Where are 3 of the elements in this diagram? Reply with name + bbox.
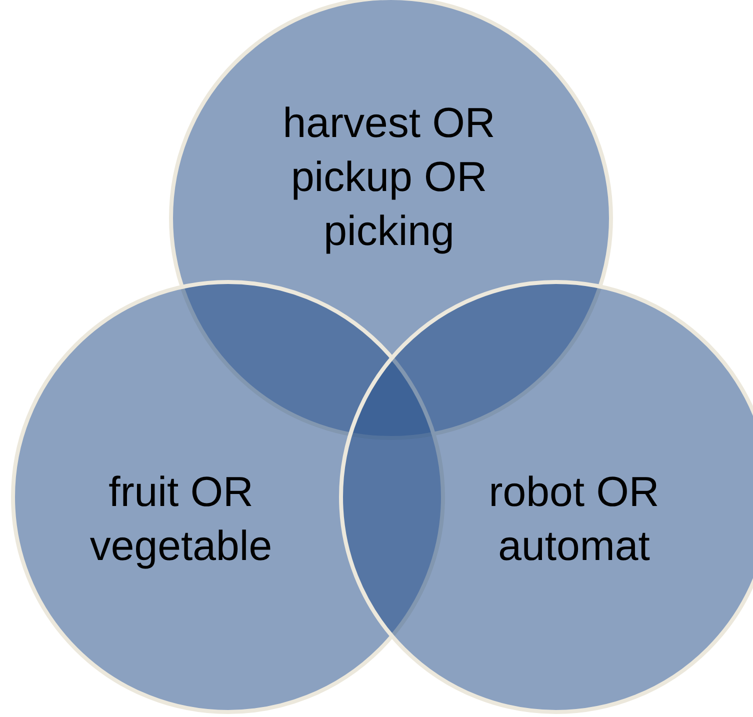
circle-label: fruit OR vegetable: [88, 467, 274, 571]
circle-label: harvest OR pickup OR picking: [282, 98, 496, 256]
circle-label: robot OR automat: [488, 467, 660, 571]
